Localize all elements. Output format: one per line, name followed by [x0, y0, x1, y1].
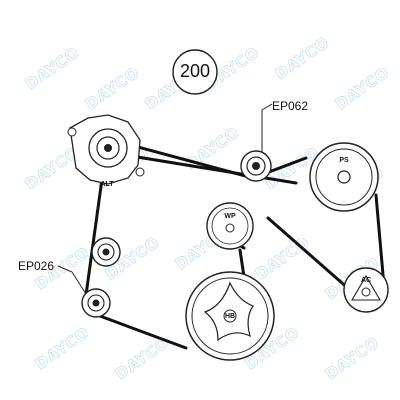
alternator-pulley: ALT — [67, 114, 145, 188]
callout-label-ep026: EP026 — [18, 259, 54, 273]
pulley-label-ac: AC — [361, 277, 371, 284]
watermark-text: DAYCO — [272, 33, 333, 83]
power-steering-pulley: PS — [309, 142, 379, 212]
water-pump-pulley: WP — [206, 202, 254, 250]
watermark-text: DAYCO — [332, 63, 393, 113]
watermark-text: DAYCO — [322, 333, 383, 383]
harmonic-balancer-pulley: HB — [185, 271, 275, 361]
callout-label-ep062: EP062 — [272, 99, 308, 113]
watermark-text: DAYCO — [22, 43, 83, 93]
ep026-idler-pulley — [81, 288, 111, 318]
diagram-number-badge: 200 — [172, 49, 218, 95]
watermark-text: DAYCO — [252, 233, 313, 283]
pulley-label-ps: PS — [339, 157, 349, 164]
watermark-text: DAYCO — [82, 63, 143, 113]
ep062-idler-pulley — [240, 150, 272, 182]
pulley-label-alt: ALT — [100, 181, 114, 188]
callout-ep026: EP026 — [18, 259, 87, 295]
callout-ep062: EP062 — [261, 99, 308, 152]
upper-idler-pulley — [91, 237, 121, 267]
pulley-label-hb: HB — [225, 313, 235, 320]
watermark-text: DAYCO — [32, 323, 93, 373]
ac-compressor-pulley: AC — [343, 267, 389, 313]
pulley-label-wp: WP — [224, 213, 236, 220]
diagram-number: 200 — [180, 61, 210, 81]
